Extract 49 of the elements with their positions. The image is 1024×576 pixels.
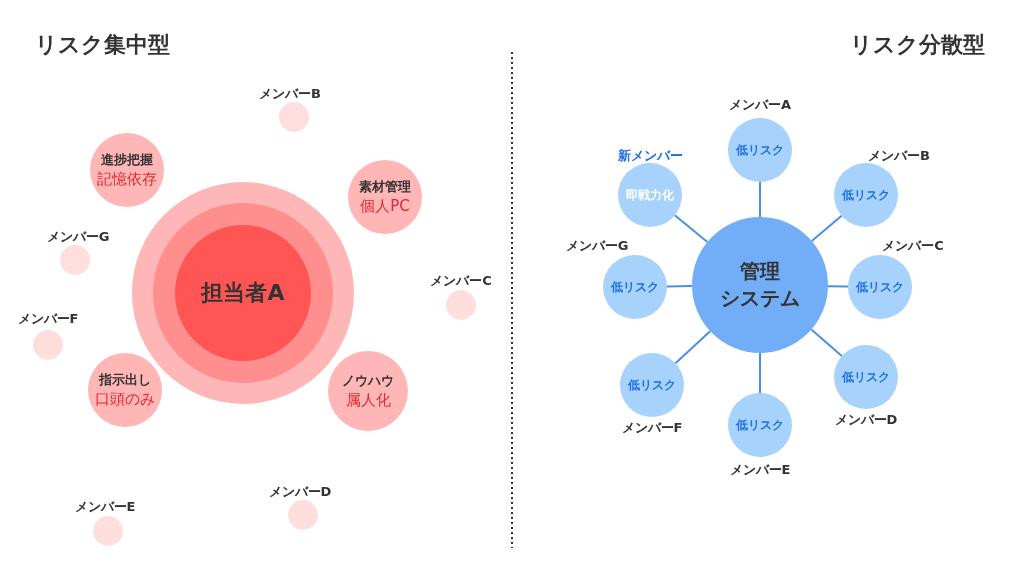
connector-line	[759, 181, 761, 218]
node-label: 素材管理	[359, 178, 411, 196]
member-label: メンバーE	[729, 461, 791, 479]
member-label: メンバーB	[868, 147, 930, 165]
connector-line	[827, 285, 849, 288]
node-label: 属人化	[345, 389, 391, 410]
member-dot	[33, 330, 63, 360]
connector-line	[674, 330, 712, 365]
node-label: 低リスク	[736, 416, 784, 434]
member-label: メンバーC	[430, 272, 492, 290]
member-label: メンバーG	[46, 228, 110, 246]
member-label: メンバーD	[268, 483, 332, 501]
node-label: 記憶依存	[97, 168, 157, 189]
node-label: 指示出し	[99, 371, 151, 389]
member-label: メンバーE	[74, 498, 136, 516]
node-label: 低リスク	[842, 186, 890, 204]
node-label: 低リスク	[842, 368, 890, 386]
member-dot	[279, 102, 309, 132]
node-label: 担当者A	[201, 279, 285, 308]
member-label: 新メンバー	[617, 147, 683, 165]
member-label: メンバーA	[728, 96, 792, 114]
member-dot	[288, 500, 318, 530]
member-label: メンバーF	[621, 419, 683, 437]
member-dot	[446, 290, 476, 320]
member-label: メンバーG	[565, 237, 629, 255]
member-label: メンバーC	[882, 237, 944, 255]
node-label: 低リスク	[611, 278, 659, 296]
section-title: リスク集中型	[35, 31, 170, 59]
member-label: メンバーF	[17, 310, 79, 328]
member-dot	[93, 516, 123, 546]
member-dot	[60, 245, 90, 275]
member-label: メンバーB	[259, 85, 321, 103]
member-label: メンバーD	[834, 411, 898, 429]
node-label: 低リスク	[856, 278, 904, 296]
node-label: システム	[720, 285, 800, 312]
node-label: 進捗把握	[101, 151, 153, 169]
node-label: 即戦力化	[626, 186, 674, 204]
node-label: 個人PC	[360, 195, 410, 216]
node-label: 低リスク	[736, 141, 784, 159]
node-label: ノウハウ	[342, 372, 394, 390]
node-label: 管理	[740, 258, 780, 285]
connector-line	[810, 328, 843, 357]
section-title: リスク分散型	[850, 31, 985, 59]
connector-line	[666, 285, 693, 288]
connector-line	[759, 352, 761, 394]
connector-line	[673, 214, 709, 243]
node-label: 口頭のみ	[95, 388, 155, 409]
connector-line	[810, 214, 843, 242]
node-label: 低リスク	[628, 376, 676, 394]
